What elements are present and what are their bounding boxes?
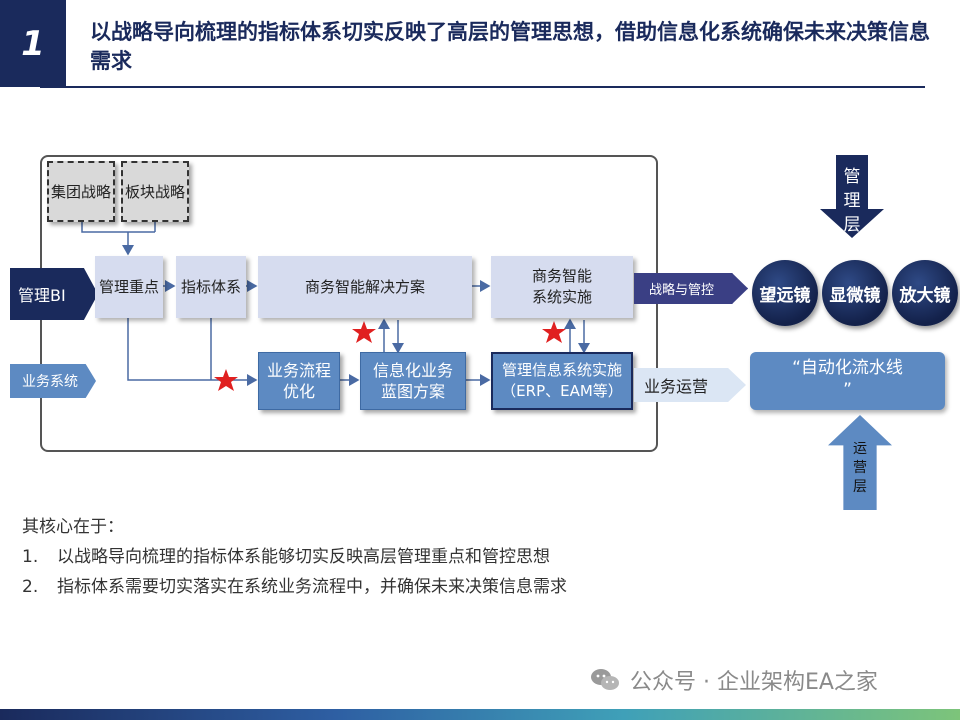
mgmt-layer-label: 管理层 — [843, 167, 861, 235]
group-strategy-box: 集团战略 — [47, 161, 115, 222]
core-point-1: 1. 以战略导向梳理的指标体系能够切实反映高层管理重点和管控思想 — [22, 542, 550, 572]
slide-number: 1 — [0, 0, 66, 87]
mgmt-focus-box: 管理重点 — [95, 256, 163, 318]
microscope-circle: 显微镜 — [822, 260, 888, 326]
watermark-text: 公众号 · 企业架构EA之家 — [630, 670, 878, 695]
watermark: 公众号 · 企业架构EA之家 — [590, 664, 878, 696]
core-heading: 其核心在于： — [22, 517, 124, 537]
segment-strategy-box: 板块战略 — [121, 161, 189, 222]
slide-title: 以战略导向梳理的指标体系切实反映了高层的管理思想，借助信息化系统确保未来决策信息… — [90, 20, 930, 73]
core-point-number: 2. — [22, 577, 39, 597]
biz-ops-arrow: 业务运营 — [634, 368, 746, 402]
core-point-text: 指标体系需要切实落实在系统业务流程中，并确保未来决策信息需求 — [57, 577, 567, 597]
bottom-gradient-bar — [0, 709, 960, 720]
bi-solution-box: 商务智能解决方案 — [258, 256, 472, 318]
strategy-control-arrow: 战略与管控 — [634, 273, 748, 304]
indicator-system-box: 指标体系 — [176, 256, 246, 318]
biz-system-arrow: 业务系统 — [10, 364, 96, 398]
bi-impl-box: 商务智能 系统实施 — [491, 256, 633, 318]
magnifier-circle: 放大镜 — [892, 260, 958, 326]
header-divider — [40, 86, 925, 88]
core-point-2: 2. 指标体系需要切实落实在系统业务流程中，并确保未来决策信息需求 — [22, 572, 567, 602]
it-blueprint-box: 信息化业务 蓝图方案 — [360, 352, 466, 410]
mis-impl-box: 管理信息系统实施 （ERP、EAM等） — [491, 352, 633, 410]
ops-layer-label: 运营层 — [853, 441, 867, 495]
process-opt-box: 业务流程 优化 — [258, 352, 340, 410]
telescope-circle: 望远镜 — [752, 260, 818, 326]
mgmt-bi-arrow: 管理BI — [10, 268, 98, 320]
core-point-text: 以战略导向梳理的指标体系能够切实反映高层管理重点和管控思想 — [57, 547, 550, 567]
core-point-number: 1. — [22, 547, 39, 567]
auto-pipeline-box: “自动化流水线 ” — [750, 352, 945, 410]
wechat-icon — [590, 667, 620, 693]
